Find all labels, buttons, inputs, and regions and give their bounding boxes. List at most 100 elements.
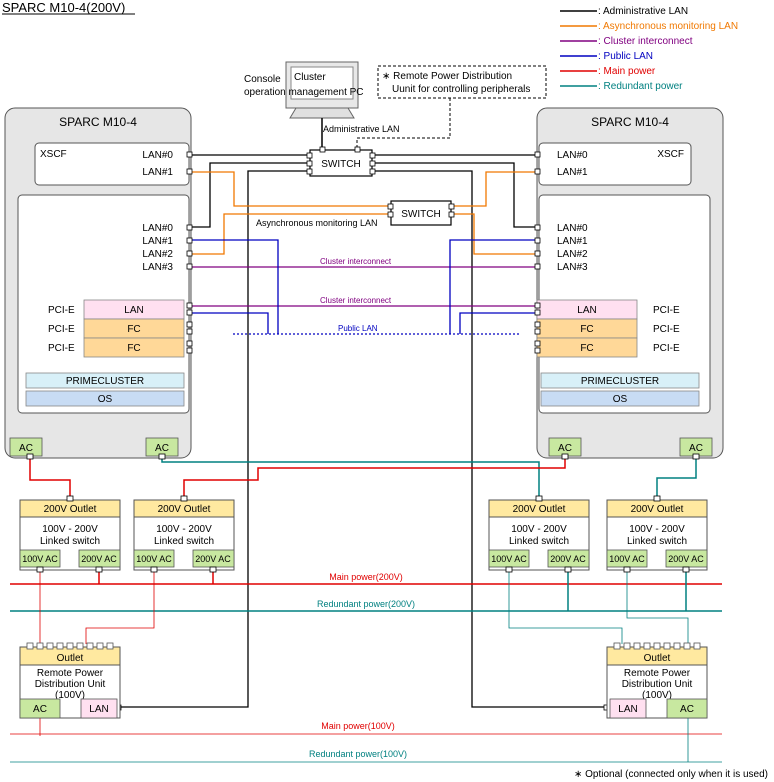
server-left: SPARC M10-4 XSCF LAN#0 LAN#1 LAN#0 LAN#1…: [4, 107, 192, 459]
outlet-2-title: 200V Outlet: [158, 504, 211, 515]
server-right-lan3: LAN#3: [557, 262, 588, 273]
port: [186, 151, 193, 158]
async-lan-label: Asynchronous monitoring LAN: [256, 218, 378, 228]
socket: [623, 642, 631, 650]
outlet-1-ac200-label: 200V AC: [81, 554, 117, 564]
rpdu-right-ac-label: AC: [680, 704, 694, 715]
server-left-ac1-label: AC: [19, 443, 33, 454]
outlet-4-to-rpdu: [626, 570, 689, 644]
port: [186, 263, 193, 270]
port: [354, 146, 361, 153]
server-left-xscf-box: [34, 142, 190, 186]
socket: [26, 642, 34, 650]
note-leader: [356, 98, 451, 150]
outlet-3-to-rpdu: [508, 570, 623, 644]
socket: [26, 453, 34, 460]
admin-switch: SWITCH: [309, 149, 373, 177]
port: [186, 224, 193, 231]
control-wiring: [39, 570, 689, 762]
server-right-card-lan-label: LAN: [577, 305, 596, 316]
server-right-xscf-box: [538, 142, 692, 186]
admin-switch-label: SWITCH: [321, 159, 360, 170]
server-left-os: [25, 390, 185, 407]
footnote: ∗ Optional (connected only when it is us…: [574, 769, 768, 780]
outlet-2: 200V Outlet 100V - 200V Linked switch 10…: [133, 499, 235, 571]
socket: [96, 642, 104, 650]
public-lan1-left: [192, 239, 279, 334]
port: [369, 152, 376, 159]
rpdu-left-line1: Remote Power: [37, 668, 104, 679]
legend-redundant-label: : Redundant power: [598, 81, 683, 92]
server-left-card-fc2-label: FC: [127, 343, 140, 354]
socket: [95, 566, 103, 573]
public-pcie-right: [459, 312, 537, 334]
socket: [505, 566, 513, 573]
outlet-2-to-rpdu: [85, 570, 155, 644]
server-left-pcie-2: PCI-E: [48, 324, 75, 335]
port: [534, 328, 541, 335]
outlet-3-title: 200V Outlet: [513, 504, 566, 515]
port: [186, 250, 193, 257]
rpdu-left-line3: (100V): [55, 690, 85, 701]
socket: [683, 642, 691, 650]
socket: [150, 566, 158, 573]
socket: [693, 642, 701, 650]
power-right-ac2: [656, 456, 697, 500]
note-line2: Uunit for controlling peripherals: [392, 84, 530, 95]
async-lan2-left: [192, 213, 391, 255]
admin-lan0-left: [192, 162, 310, 228]
socket: [180, 495, 188, 502]
server-right-os-label: OS: [613, 394, 628, 405]
rpdu-right-sockets: [613, 642, 701, 650]
admin-lan0-right: [372, 162, 537, 228]
port: [186, 309, 193, 316]
port: [186, 168, 193, 175]
server-right-title: SPARC M10-4: [591, 115, 669, 129]
monitor-screen: [290, 66, 354, 100]
socket: [56, 642, 64, 650]
socket: [106, 642, 114, 650]
server-right-pcie-3: PCI-E: [653, 343, 680, 354]
legend-cluster-label: : Cluster interconnect: [598, 36, 693, 47]
port: [186, 321, 193, 328]
outlet-2-line2: Linked switch: [154, 536, 214, 547]
port: [369, 168, 376, 175]
port: [387, 203, 394, 210]
outlet-4: 200V Outlet 100V - 200V Linked switch 10…: [606, 499, 708, 571]
server-right-primecluster-label: PRIMECLUSTER: [581, 376, 659, 387]
server-right-xscf-port0: LAN#0: [557, 150, 588, 161]
rpdu-left-line2: Distribution Unit: [35, 679, 106, 690]
port: [186, 328, 193, 335]
port: [534, 224, 541, 231]
outlet-3-ac100-label: 100V AC: [491, 554, 527, 564]
cluster-label-2: Cluster interconnect: [320, 296, 392, 305]
server-right-pcie-2: PCI-E: [653, 324, 680, 335]
legend-admin-label: : Administrative LAN: [598, 6, 688, 17]
server-right-xscf-port1: LAN#1: [557, 167, 588, 178]
diagram-title: SPARC M10-4(200V): [2, 0, 125, 15]
server-right-ac2-label: AC: [689, 443, 703, 454]
lan-wiring: [120, 154, 607, 708]
socket: [564, 566, 572, 573]
legend: : Administrative LAN : Asynchronous moni…: [560, 6, 738, 92]
legend-async-label: : Asynchronous monitoring LAN: [598, 21, 738, 32]
server-left-xscf-port0: LAN#0: [142, 150, 173, 161]
rpdu-left-lan: [80, 698, 118, 719]
server-right-pcie-1: PCI-E: [653, 305, 680, 316]
socket: [209, 566, 217, 573]
outlet-4-line2: Linked switch: [627, 536, 687, 547]
public-lan-label: Public LAN: [338, 324, 378, 333]
server-left-lan0: LAN#0: [142, 223, 173, 234]
rpdu-right-line2: Distribution Unit: [622, 679, 693, 690]
outlet-3: 200V Outlet 100V - 200V Linked switch 10…: [488, 499, 590, 571]
port: [186, 340, 193, 347]
socket: [36, 566, 44, 573]
rpdu-right-lan-label: LAN: [618, 704, 637, 715]
server-left-os-label: OS: [98, 394, 113, 405]
server-right-card-fc2: [536, 337, 638, 358]
outlet-1-title: 200V Outlet: [44, 504, 97, 515]
outlet-2-ac100-label: 100V AC: [136, 554, 172, 564]
server-right-lan1: LAN#1: [557, 236, 588, 247]
server-left-lan2: LAN#2: [142, 249, 173, 260]
